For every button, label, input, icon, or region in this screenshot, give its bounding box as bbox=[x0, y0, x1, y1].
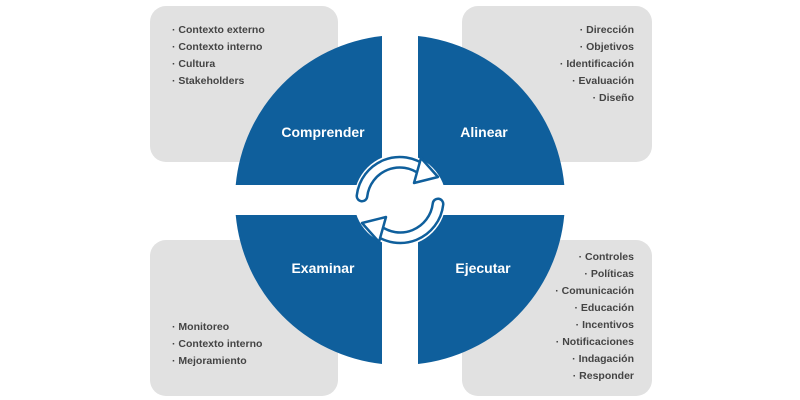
quadrant-label-alinear: Alinear bbox=[460, 124, 508, 140]
list-item: Incentivos bbox=[555, 317, 634, 334]
list-item: Indagación bbox=[555, 351, 634, 368]
list-item: Identificación bbox=[560, 56, 634, 73]
list-item: Contexto interno bbox=[172, 336, 262, 353]
list-item: Responder bbox=[555, 368, 634, 385]
quadrant-comprender bbox=[235, 36, 382, 185]
item-list-ejecutar: ControlesPolíticasComunicaciónEducaciónI… bbox=[555, 249, 634, 385]
list-item: Contexto externo bbox=[172, 22, 264, 39]
list-item: Diseño bbox=[560, 90, 634, 107]
list-item: Notificaciones bbox=[555, 334, 634, 351]
list-item: Mejoramiento bbox=[172, 353, 262, 370]
list-item: Evaluación bbox=[560, 73, 634, 90]
list-item: Políticas bbox=[555, 266, 634, 283]
cycle-arrows-icon bbox=[354, 154, 446, 246]
list-item: Contexto interno bbox=[172, 39, 265, 56]
list-item: Stakeholders bbox=[172, 73, 265, 90]
list-item: Cultura bbox=[172, 56, 265, 73]
list-item: Monitoreo bbox=[172, 319, 262, 336]
list-item: Dirección bbox=[560, 22, 634, 39]
quadrant-examinar bbox=[235, 215, 382, 364]
item-list-alinear: DirecciónObjetivosIdentificaciónEvaluaci… bbox=[560, 22, 634, 107]
list-item: Educación bbox=[555, 300, 634, 317]
quadrant-label-ejecutar: Ejecutar bbox=[455, 260, 511, 276]
item-list-comprender: Contexto externoContexto internoCulturaS… bbox=[172, 22, 265, 90]
item-list-examinar: MonitoreoContexto internoMejoramiento bbox=[172, 319, 262, 370]
quadrant-label-comprender: Comprender bbox=[281, 124, 365, 140]
list-item: Controles bbox=[555, 249, 634, 266]
list-item: Objetivos bbox=[560, 39, 634, 56]
quadrant-ejecutar bbox=[418, 215, 565, 364]
list-item: Comunicación bbox=[555, 283, 634, 300]
quadrant-alinear bbox=[418, 36, 565, 185]
quadrant-label-examinar: Examinar bbox=[291, 260, 355, 276]
